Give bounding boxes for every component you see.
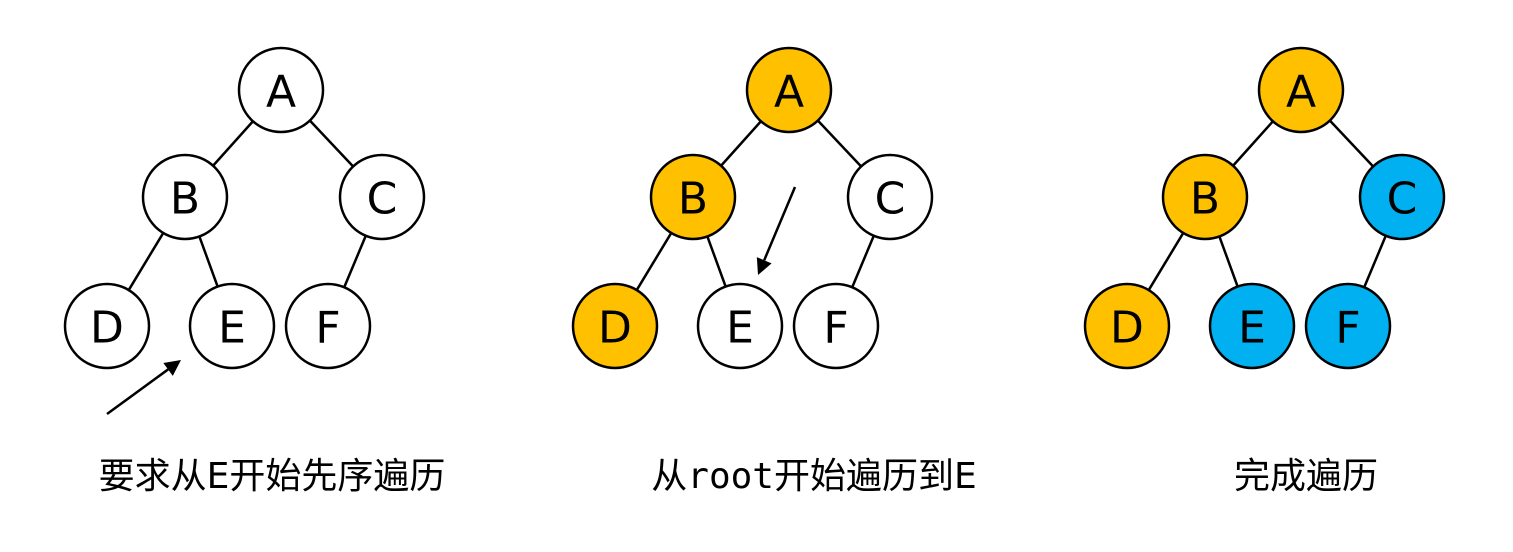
node-f: F (792, 282, 880, 370)
node-label: E (726, 303, 754, 354)
node-a: A (237, 46, 325, 134)
node-label: E (1238, 303, 1266, 354)
node-label: A (774, 67, 804, 118)
node-label: A (266, 67, 296, 118)
node-circle (571, 282, 659, 370)
node-label: F (315, 303, 340, 354)
edge-b-e (706, 236, 727, 287)
node-d: D (1083, 282, 1171, 370)
caption-part: E (207, 456, 230, 497)
node-label: B (1190, 174, 1220, 225)
node-e: E (696, 282, 784, 370)
node-d: D (571, 282, 659, 370)
node-label: D (598, 303, 632, 354)
node-circle (846, 153, 934, 241)
node-label: D (90, 303, 124, 354)
node-circle (745, 46, 833, 134)
edge-a-c (816, 119, 863, 168)
node-label: B (170, 174, 200, 225)
node-circle (188, 282, 276, 370)
node-label: F (1335, 303, 1360, 354)
arrow-to-e-start (106, 360, 181, 416)
node-circle (1304, 282, 1392, 370)
node-b: B (649, 153, 737, 241)
node-d: D (63, 282, 151, 370)
node-circle (338, 153, 426, 241)
node-e: E (1208, 282, 1296, 370)
node-a: A (1257, 46, 1345, 134)
caption-part: 要求从 (99, 456, 207, 497)
caption-part: root (687, 456, 774, 497)
node-b: B (141, 153, 229, 241)
edge-c-f (343, 235, 367, 288)
node-label: C (875, 174, 906, 225)
caption-part: 开始先序遍历 (229, 456, 445, 497)
node-c: C (338, 153, 426, 241)
edge-a-b (212, 120, 254, 167)
edge-a-c (1328, 119, 1375, 168)
node-c: C (1358, 153, 1446, 241)
node-circle (237, 46, 325, 134)
edge-b-d (635, 232, 673, 291)
edge-a-c (308, 119, 355, 168)
node-circle (1208, 282, 1296, 370)
node-circle (1358, 153, 1446, 241)
panel-caption: 要求从E开始先序遍历 (99, 456, 446, 497)
node-a: A (745, 46, 833, 134)
node-label: C (1387, 174, 1418, 225)
caption-part: E (954, 456, 977, 497)
node-label: E (218, 303, 246, 354)
edge-a-b (720, 120, 762, 167)
panel-caption: 完成遍历 (1234, 456, 1378, 497)
edge-a-b (1232, 120, 1274, 167)
node-label: C (367, 174, 398, 225)
node-e: E (188, 282, 276, 370)
node-circle (696, 282, 784, 370)
node-f: F (1304, 282, 1392, 370)
node-label: B (678, 174, 708, 225)
panel-3: A B C D E F 完成遍历 (1083, 46, 1446, 497)
node-f: F (284, 282, 372, 370)
node-circle (141, 153, 229, 241)
edge-c-f (1363, 235, 1387, 288)
node-circle (1161, 153, 1249, 241)
edge-b-e (198, 236, 219, 287)
node-b: B (1161, 153, 1249, 241)
node-circle (284, 282, 372, 370)
node-circle (1257, 46, 1345, 134)
node-circle (792, 282, 880, 370)
edge-b-d (127, 232, 165, 291)
node-label: A (1286, 67, 1316, 118)
caption-part: 完成遍历 (1234, 456, 1378, 497)
node-circle (649, 153, 737, 241)
node-label: F (823, 303, 848, 354)
edge-b-d (1147, 232, 1185, 291)
edge-b-e (1218, 236, 1239, 287)
node-circle (63, 282, 151, 370)
panel-caption: 从root开始遍历到E (651, 456, 976, 497)
arrow-to-e-traverse (756, 186, 797, 275)
pointer-arrows (106, 186, 797, 416)
node-c: C (846, 153, 934, 241)
caption-part: 开始遍历到 (774, 456, 954, 497)
node-circle (1083, 282, 1171, 370)
edge-c-f (851, 235, 875, 288)
node-label: D (1110, 303, 1144, 354)
caption-part: 从 (651, 456, 687, 497)
